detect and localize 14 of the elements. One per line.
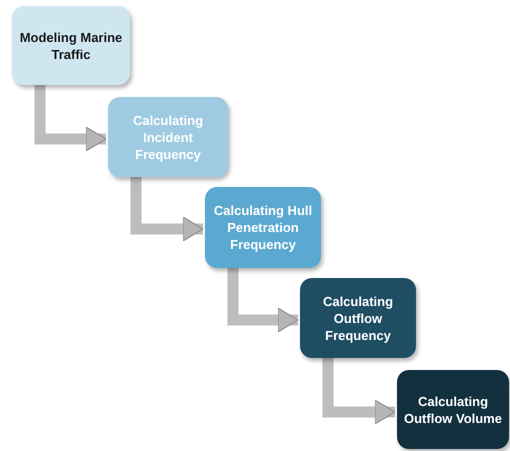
step-label: Calculating Outflow Frequency xyxy=(322,292,394,344)
arrow xyxy=(130,177,204,242)
arrow xyxy=(34,85,106,152)
process-box xyxy=(300,278,416,358)
process-box xyxy=(108,97,228,177)
process-box xyxy=(397,370,509,449)
arrow xyxy=(322,358,396,424)
process-box xyxy=(205,187,321,268)
process-box xyxy=(12,6,130,85)
step-label: Calculating Incident Frequency xyxy=(132,112,204,162)
step-label: Calculating Outflow Volume xyxy=(403,392,503,426)
step-label: Modeling Marine Traffic xyxy=(18,28,124,62)
step-label: Calculating Hull Penetration Frequency xyxy=(212,202,314,253)
arrow xyxy=(228,268,298,332)
